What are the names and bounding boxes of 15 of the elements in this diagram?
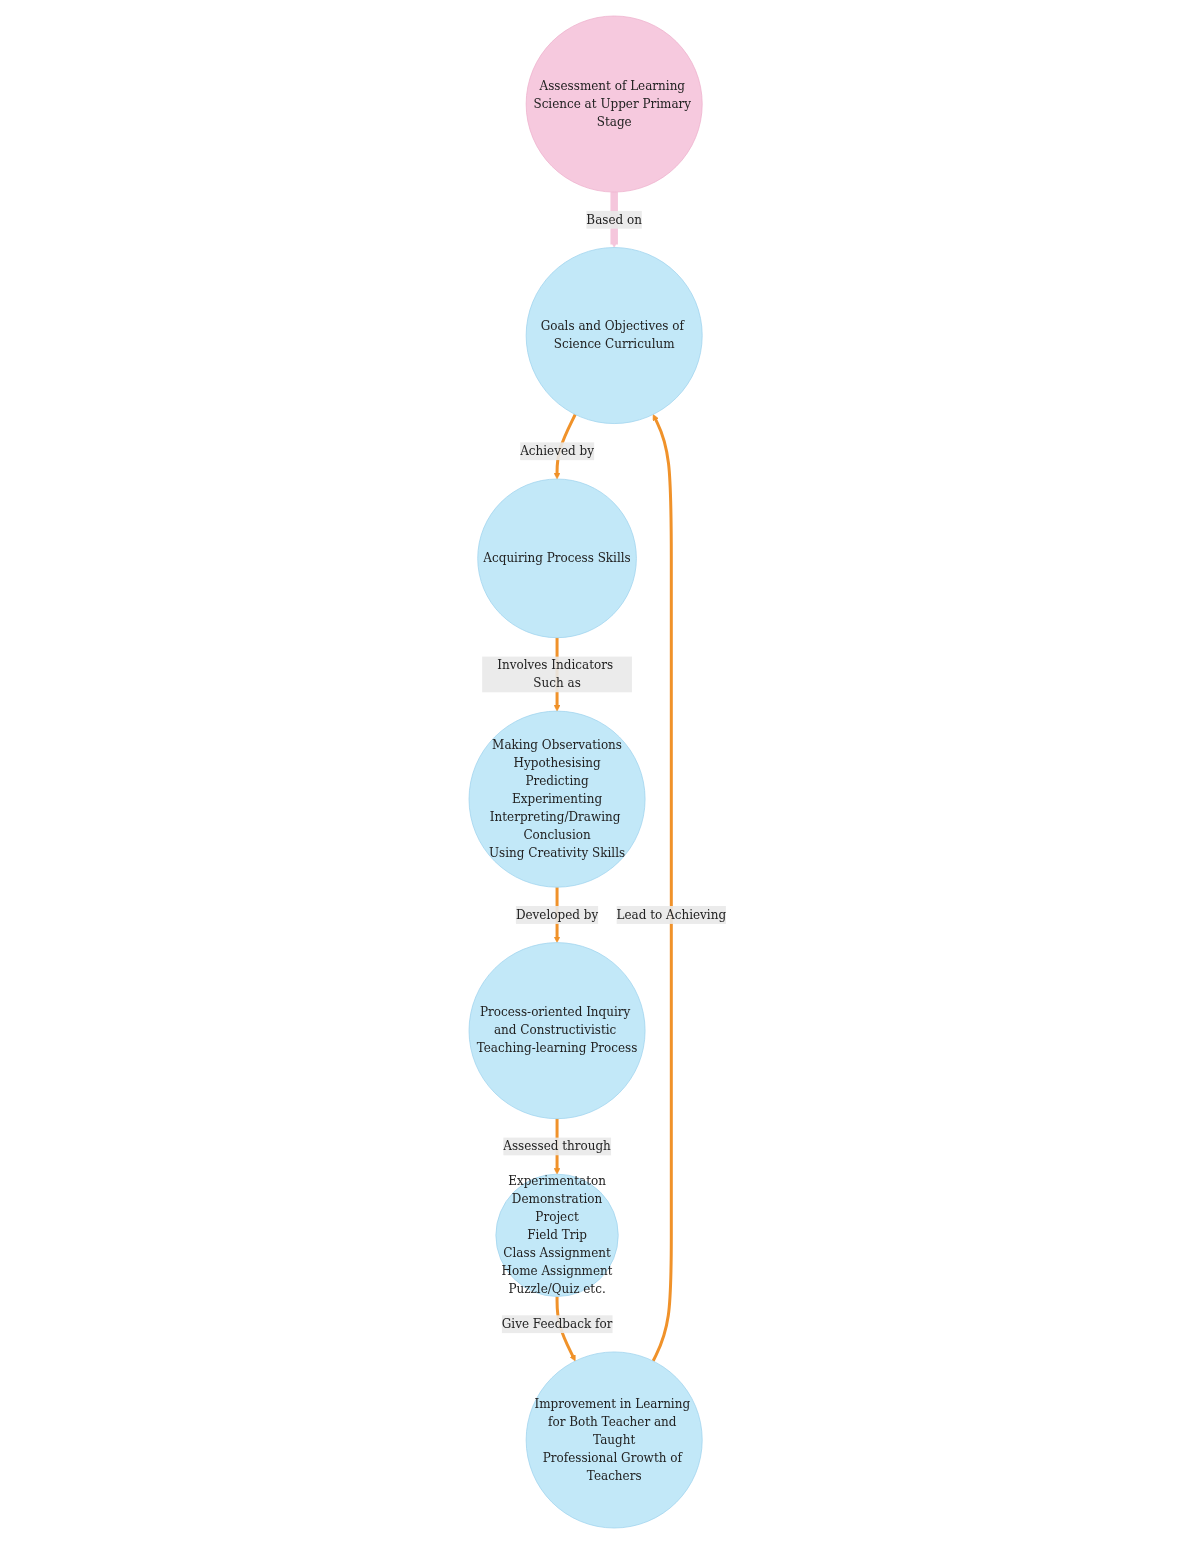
node-circle: Experimentaton Demonstration Project Field Trip Class Assignment Home Assignment Puzzle/Quiz etc. [495,1173,619,1297]
node-circle: Goals and Objectives of Science Curriculum [525,247,703,424]
edge-label: Based on [586,212,642,227]
edge-label: Lead to Achieving [616,907,727,922]
node-circle: Assessment of Learning Science at Upper Primary Stage [525,15,703,193]
node-circle: Acquiring Process Skills [477,478,637,639]
node-circle: Process-oriented Inquiry and Constructivistic Teaching-learning Process [468,942,646,1120]
node-circle: Making Observations Hypothesising Predicting Experimenting Interpreting/Drawing Conclusion Using Creativity Skills [468,710,646,888]
edge-label: Assessed through [503,1138,611,1154]
arrow [651,414,673,1362]
edge-label: Achieved by [520,443,594,459]
edge-label: Give Feedback for [501,1316,613,1331]
node-circle: Improvement in Learning for Both Teacher and Taught Professional Growth of Teachers [525,1351,703,1529]
edge-label: Involves Indicators Such as [497,657,614,691]
edge-label: Developed by [515,907,599,922]
